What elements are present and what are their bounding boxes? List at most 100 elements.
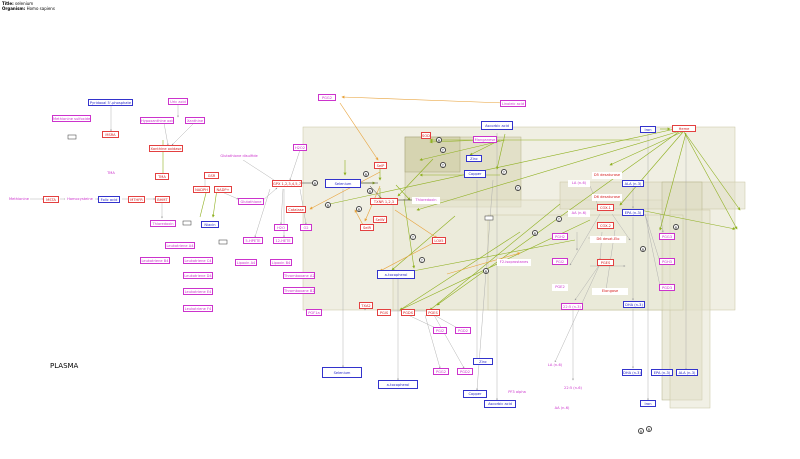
node-txa2[interactable]: TXA2 [359, 302, 373, 309]
node-nadph[interactable]: NADPH [193, 186, 210, 193]
node-selenium-plasma[interactable]: Selenium [322, 367, 362, 378]
node-niacin[interactable]: Niacin [201, 221, 219, 228]
node-d6-desat-elo[interactable]: D6 desat-Elo [590, 236, 626, 243]
node-glutathione[interactable]: Glutathione [238, 198, 264, 205]
node-pgd3[interactable]: PGD3 [659, 284, 675, 291]
marker-r-pgg3: R [673, 224, 679, 230]
node-pgd2-low[interactable]: PGD2 [455, 327, 471, 334]
node-xanthine-oxidase[interactable]: Xanthine oxidase [149, 145, 183, 152]
node-5-hpete[interactable]: 5-HPETE [243, 237, 263, 244]
node-ala-n3-plasma[interactable]: ALA (n-3) [676, 369, 698, 376]
node-thromboxane-a2[interactable]: Thromboxane A2 [283, 272, 315, 279]
node-ascorbic-acid[interactable]: Ascorbic acid [481, 121, 513, 130]
node-pgg3[interactable]: PGG3 [659, 233, 675, 240]
node-thromboxane-b2[interactable]: Thromboxane B2 [283, 287, 315, 294]
node-pyridoxal-5-phosphate[interactable]: Pyridoxal 5'-phosphate [88, 99, 133, 106]
node-catalase[interactable]: Catalase [286, 206, 306, 213]
node-glutathione-disulfide[interactable]: Glutathione disulfide [219, 153, 259, 160]
node-epa-n3[interactable]: EPA (n-3) [622, 209, 644, 216]
node-la-n6-plasma[interactable]: LA (n-6) [545, 362, 565, 369]
node-f2-isoprostanes[interactable]: F2-isoprostanes [497, 259, 531, 266]
organism-line: Organism: Homo sapiens [2, 6, 55, 11]
node-pges[interactable]: PGES [426, 309, 440, 316]
node-leukotriene-a4[interactable]: Leukotriene A4 [165, 242, 195, 249]
node-d6-desaturase[interactable]: D6 desaturase [592, 194, 622, 201]
node-gpx[interactable]: GPX 1,2,3,4,5,7 [272, 180, 302, 187]
node-22-5-n6-plasma[interactable]: 22:5 (n-6) [562, 385, 584, 392]
node-zinc[interactable]: Zinc [466, 155, 482, 162]
node-selw[interactable]: SelW [373, 216, 387, 223]
node-iron-plasma[interactable]: Iron [640, 400, 656, 407]
node-pgi-low[interactable]: PGI2 [433, 327, 447, 334]
node-pge2[interactable]: PGE2 [552, 284, 568, 291]
node-ala-n3[interactable]: ALA (n-3) [622, 180, 644, 187]
node-selr[interactable]: SelR [360, 224, 374, 231]
node-xanthine[interactable]: Xanthine [185, 117, 205, 124]
node-folic-acid[interactable]: Folic acid [98, 196, 120, 203]
node-cox-2[interactable]: COX-2 [597, 222, 614, 229]
node-lipoxin-b4[interactable]: Lipoxin B4 [270, 259, 292, 266]
node-pgg-low[interactable]: PGG2 [433, 368, 449, 375]
node-manganese[interactable]: Manganese [473, 136, 497, 143]
node-bhmt[interactable]: BHMT [155, 196, 170, 203]
node-pgh3[interactable]: PGH3 [659, 258, 675, 265]
node-leukotriene-c4[interactable]: Leukotriene C4 [183, 257, 213, 264]
node-12-hete[interactable]: 12-HETE [273, 237, 293, 244]
node-pgis[interactable]: PGIS [377, 309, 391, 316]
node-dha-n3[interactable]: DHA (n-3) [623, 301, 645, 308]
node-nadp[interactable]: NADP+ [214, 186, 232, 193]
node-copper-plasma[interactable]: Copper [463, 390, 487, 398]
node-homocysteine[interactable]: Homocysteine [65, 196, 95, 203]
node-leukotriene-f4[interactable]: Leukotriene F4 [183, 305, 213, 312]
node-aa-n6-plasma[interactable]: AA (n-6) [551, 405, 573, 412]
node-thioredoxin-left[interactable]: Thioredoxin [150, 220, 176, 227]
node-a-tocopherol[interactable]: a-tocopherol [377, 270, 415, 279]
node-sod[interactable]: SOD [421, 132, 431, 139]
node-leukotriene-e4[interactable]: Leukotriene E4 [183, 288, 213, 295]
node-pgi2[interactable]: PGI2 [552, 258, 568, 265]
node-dha-n3-plasma[interactable]: DHA (n-3) [622, 369, 642, 376]
node-mthfr[interactable]: MTHFR [128, 196, 145, 203]
node-txnr[interactable]: TXNR 1,2,3 [370, 198, 398, 205]
node-h2o[interactable]: H2O [274, 224, 288, 231]
node-epa-n3-plasma[interactable]: EPA (n-3) [651, 369, 673, 376]
node-tma-label[interactable]: TMA [104, 170, 118, 177]
node-gsr[interactable]: GSR [204, 172, 219, 179]
node-a-tocopherol-plasma[interactable]: a-tocopherol [378, 380, 418, 389]
node-methionine-sulfoxide[interactable]: Methionine sulfoxide [52, 115, 91, 122]
node-pgh2[interactable]: PGH2 [552, 233, 568, 240]
node-pgf1a[interactable]: PGF1a [306, 309, 322, 316]
node-leukotriene-b4[interactable]: Leukotriene B4 [140, 257, 170, 264]
node-selp[interactable]: SelP [374, 162, 387, 169]
node-heme[interactable]: Heme [672, 125, 696, 132]
node-zinc-plasma[interactable]: Zinc [473, 358, 493, 365]
node-aa-n6[interactable]: AA (n-6) [568, 210, 590, 217]
node-msra[interactable]: MSRA [102, 131, 119, 138]
node-iron[interactable]: Iron [640, 126, 656, 133]
node-uric-acid[interactable]: Uric acid [168, 98, 188, 105]
node-pges-right[interactable]: PGES [597, 259, 614, 266]
node-elongase[interactable]: Elongase [592, 288, 628, 295]
node-pf3-alpha[interactable]: PF3 alpha [504, 389, 530, 396]
node-lipoxin-a4[interactable]: Lipoxin A4 [235, 259, 257, 266]
node-tma[interactable]: TMA [155, 173, 169, 180]
node-cox-1[interactable]: COX-1 [597, 204, 614, 211]
node-pgds[interactable]: PGDS [401, 309, 415, 316]
node-22-5-n3[interactable]: 22:5 (n-3) [561, 303, 583, 310]
node-hypoxanthine-oxidase[interactable]: Hypoxanthine oxidase [140, 117, 174, 124]
node-copper[interactable]: Copper [464, 170, 486, 178]
node-pgg2-top[interactable]: PGG2 [318, 94, 336, 101]
node-h2o2[interactable]: H2O2 [293, 144, 307, 151]
node-leukotriene-d4[interactable]: Leukotriene D4 [183, 272, 213, 279]
node-lox5[interactable]: LOX5 [432, 237, 446, 244]
node-d5-desaturase[interactable]: D5 desaturase [592, 172, 622, 179]
node-methionine[interactable]: Methionine [8, 196, 30, 203]
node-thioredoxin[interactable]: Thioredoxin [412, 197, 440, 204]
node-o2[interactable]: O2 [300, 224, 312, 231]
node-pgd-low[interactable]: PGD2 [457, 368, 473, 375]
node-linoleic-acid[interactable]: Linoleic acid [500, 100, 526, 107]
node-msta[interactable]: MSTA [43, 196, 59, 203]
node-la-n6[interactable]: LA (n-6) [568, 180, 590, 187]
node-selenium[interactable]: Selenium [325, 179, 361, 188]
node-ascorbic-acid-plasma[interactable]: Ascorbic acid [484, 400, 516, 408]
